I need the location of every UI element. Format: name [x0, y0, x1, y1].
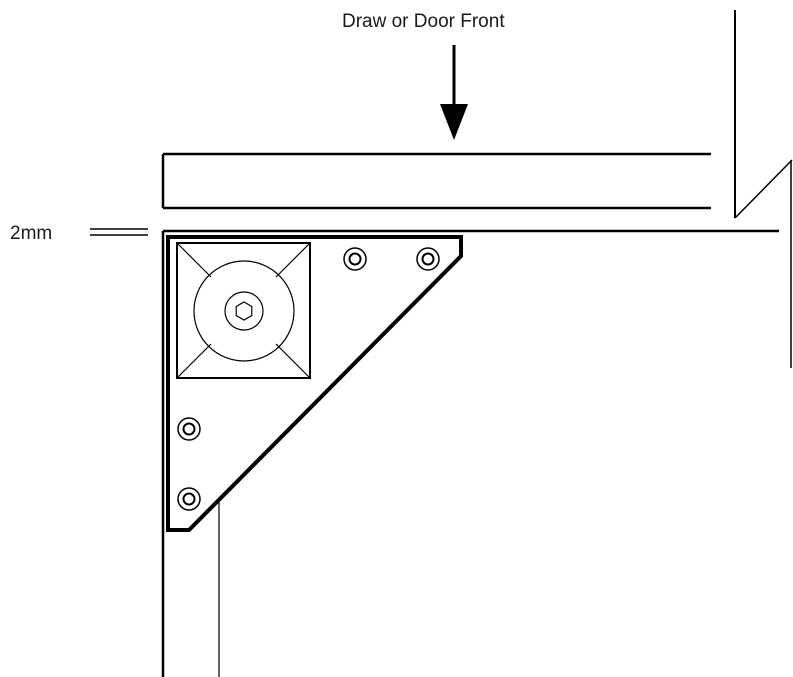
side-wall	[734, 10, 793, 368]
door-front-panel	[161, 152, 711, 210]
mounting-plate	[176, 242, 311, 379]
gap-marker	[90, 228, 148, 236]
screw-hole-icon	[177, 417, 201, 441]
gap-label: 2mm	[10, 223, 52, 244]
screw-hole-icon	[416, 247, 440, 271]
screw-hole-icon	[177, 487, 201, 511]
carcass-left-wall	[161, 231, 220, 677]
corner-bracket	[166, 235, 463, 532]
screw-hole-icon	[343, 247, 367, 271]
down-arrow-icon	[440, 45, 468, 140]
hex-socket-icon	[235, 301, 253, 321]
front-label: Draw or Door Front	[342, 11, 505, 32]
